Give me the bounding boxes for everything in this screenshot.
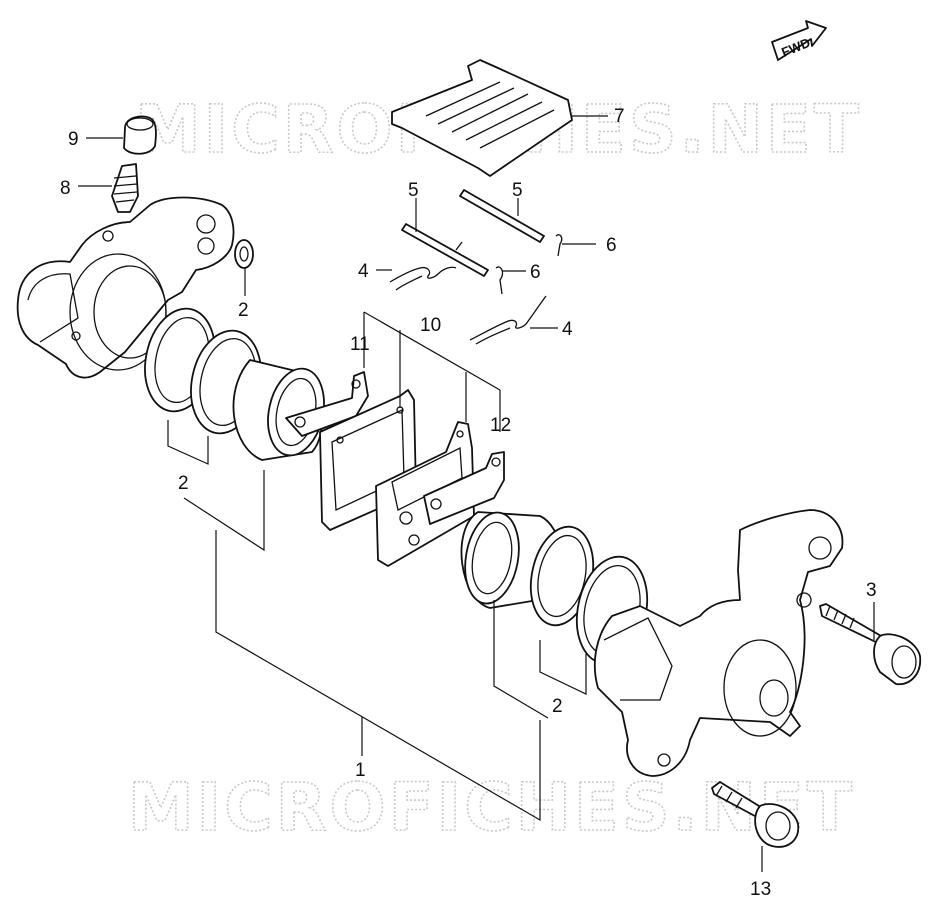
- caliper-bolt-part: [819, 603, 922, 686]
- callout-10: 10: [420, 315, 441, 336]
- pad-pin-lower-part: [401, 223, 489, 277]
- fwd-arrow-icon: FWD: [771, 20, 827, 61]
- bleeder-cap-part: [123, 115, 157, 155]
- brake-shim-part: [285, 371, 369, 437]
- mounting-bolt-part: [711, 781, 800, 848]
- callout-13: 13: [750, 879, 771, 900]
- brake-shim-right-part: [423, 451, 505, 525]
- washer-part: [234, 239, 254, 269]
- pin-clip-lower-part: [495, 266, 504, 295]
- right-caliper-body-part: [594, 509, 844, 777]
- callout-2-left: 2: [178, 473, 189, 494]
- pad-pin-upper-part: [459, 189, 545, 243]
- bleeder-valve-part: [111, 163, 139, 213]
- callout-11: 11: [350, 334, 370, 355]
- callout-3: 3: [866, 580, 877, 601]
- watermark-bottom: MICROFICHES.NET: [128, 769, 855, 846]
- callout-7: 7: [614, 106, 625, 127]
- pad-spring-right-part: [469, 295, 547, 345]
- callout-12: 12: [490, 415, 511, 436]
- callout-labels: 9 8 2 7 5 5 6 6 4 4 10 11 12 2 3 2 1 13: [60, 106, 877, 900]
- callout-4-left: 4: [358, 261, 369, 282]
- leader-lines: [78, 115, 875, 872]
- right-seal-rings-part: [529, 525, 649, 665]
- clip-fragment-part: [455, 241, 463, 251]
- callout-6-lower: 6: [530, 262, 541, 283]
- callout-4-right: 4: [562, 319, 573, 340]
- callout-5-left: 5: [408, 180, 419, 201]
- left-caliper-body-part: [16, 196, 235, 379]
- callout-2-right: 2: [552, 696, 563, 717]
- pad-spring-left-part: [389, 266, 457, 291]
- callout-1: 1: [355, 760, 366, 781]
- pin-clip-upper-part: [555, 234, 563, 257]
- callout-9: 9: [68, 129, 79, 150]
- pad-spring-cover-part: [391, 59, 573, 177]
- callout-2-washer: 2: [238, 300, 249, 321]
- callout-5-right: 5: [512, 180, 523, 201]
- callout-8: 8: [60, 178, 71, 199]
- callout-6-upper: 6: [606, 235, 617, 256]
